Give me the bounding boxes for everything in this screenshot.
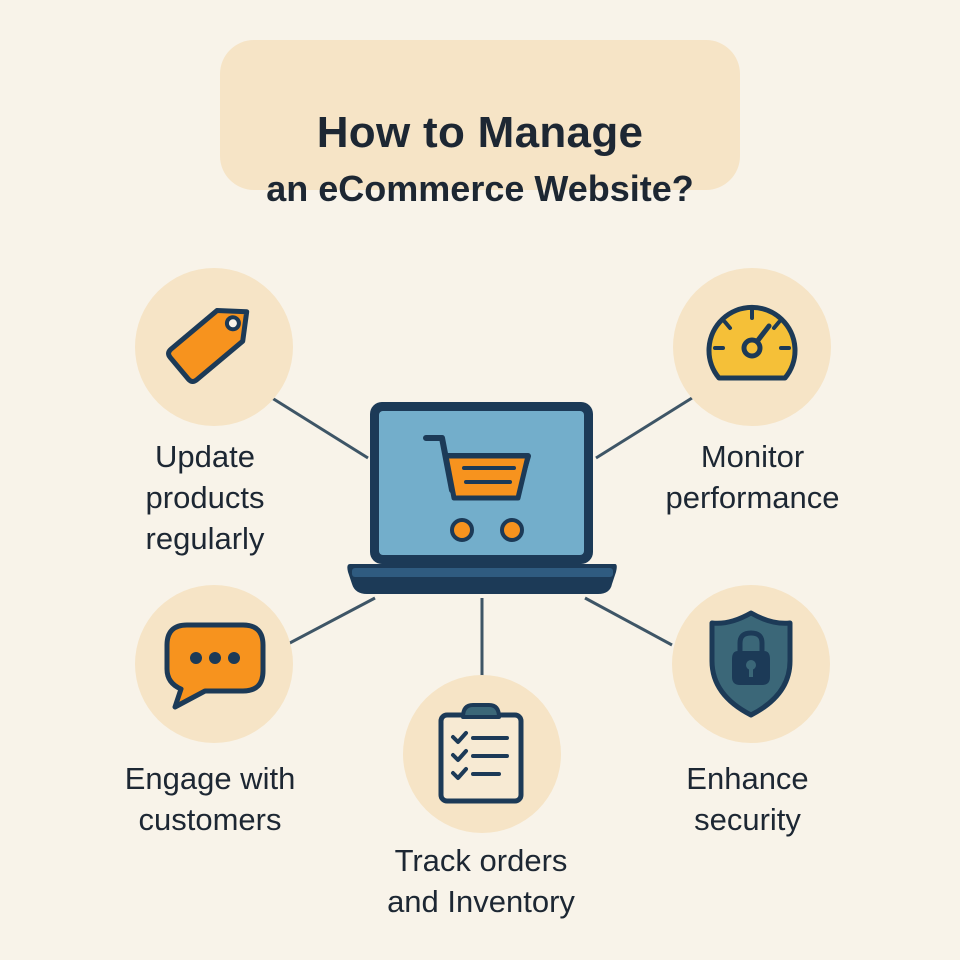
monitor-performance-label: Monitor performance [665,439,840,515]
update-products-circle [135,268,293,426]
title-banner: How to Manage an eCommerce Website? [220,40,740,209]
engage-customers-circle [135,585,293,743]
engage-customers-label: Engage with customers [124,761,296,837]
title-line-1: How to Manage [316,108,644,157]
speedometer-icon [706,304,798,381]
update-products-label: Update products regularly [145,439,265,556]
monitor-performance-circle [673,268,831,426]
track-orders-circle [403,675,561,833]
shield-lock-icon [709,610,793,718]
laptop-shopping-cart-icon [340,398,625,603]
enhance-security-label: Enhance security [686,761,809,837]
enhance-security-circle [672,585,830,743]
track-orders-label: Track orders and Inventory [387,843,575,919]
chat-bubble-icon [164,622,266,710]
price-tag-icon [166,308,250,384]
title-line-2: an eCommerce Website? [266,168,694,209]
clipboard-checklist-icon [438,703,524,804]
